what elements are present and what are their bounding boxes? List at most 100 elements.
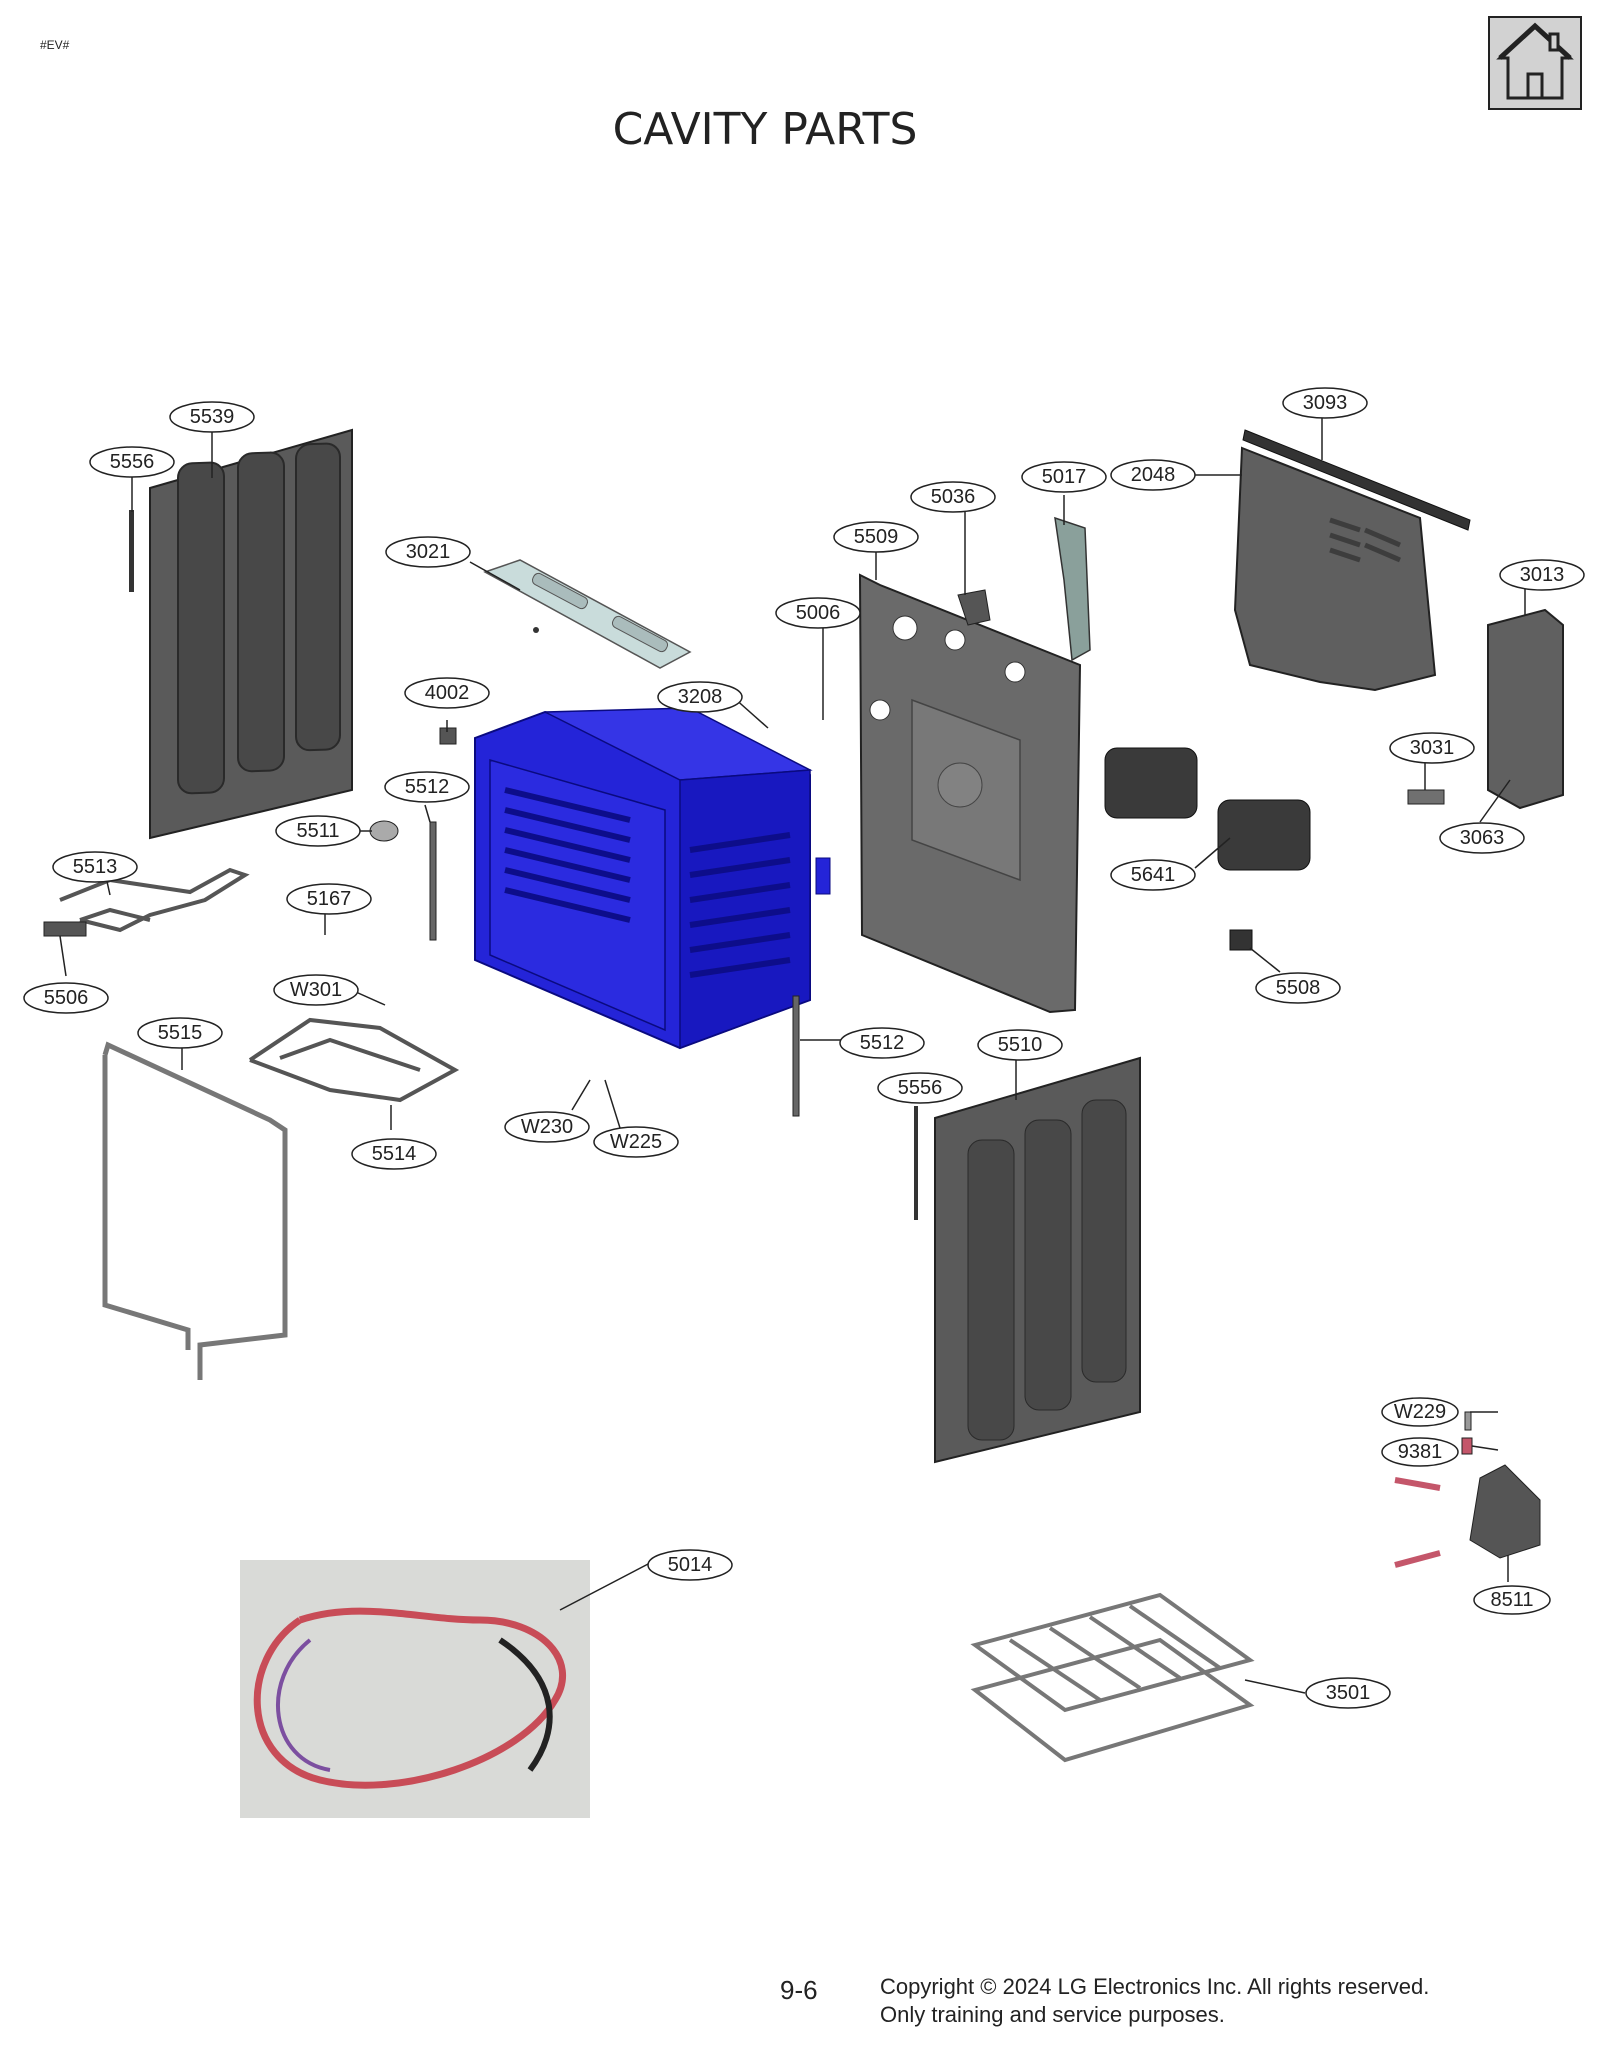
sensor-4002	[439, 727, 457, 745]
callout-5512a: 5512	[405, 776, 450, 798]
callout-oval-5514	[351, 1138, 437, 1170]
callout-oval-5539	[169, 401, 255, 433]
callout-oval-5036	[910, 481, 996, 513]
callout-oval-5006	[775, 597, 861, 629]
callout-oval-5506	[23, 982, 109, 1014]
wire-harness-photo	[240, 1560, 590, 1818]
callout-oval-5641	[1110, 859, 1196, 891]
callout-W230: W230	[521, 1116, 573, 1138]
hinge-strip-5512	[429, 821, 437, 941]
switch-5508	[1229, 929, 1253, 951]
callout-oval-2048	[1110, 459, 1196, 491]
callout-oval-5509	[833, 521, 919, 553]
callout-oval-5512b	[839, 1027, 925, 1059]
copyright-line-1: Copyright © 2024 LG Electronics Inc. All…	[880, 1974, 1430, 1999]
callout-4002: 4002	[425, 682, 470, 704]
callout-oval-5167	[286, 883, 372, 915]
callout-3013: 3013	[1520, 564, 1565, 586]
gasket-3031	[1407, 789, 1445, 805]
callout-5167: 5167	[307, 888, 352, 910]
callout-oval-3021	[385, 536, 471, 568]
callout-oval-9381	[1381, 1437, 1459, 1467]
callout-5036: 5036	[931, 486, 976, 508]
callout-3063: 3063	[1460, 827, 1505, 849]
callout-oval-3063	[1439, 822, 1525, 854]
callout-oval-5510	[977, 1029, 1063, 1061]
side-panel-left	[149, 428, 353, 840]
hinge-strip-5512b	[792, 995, 800, 1117]
callout-oval-3031	[1389, 732, 1475, 764]
document-tag: #EV#	[40, 38, 70, 52]
callout-W301: W301	[290, 979, 342, 1001]
callout-oval-3501	[1305, 1677, 1391, 1709]
callout-oval-5511	[275, 815, 361, 847]
top-bar-3093	[1242, 429, 1471, 531]
callout-oval-4002	[404, 677, 490, 709]
callout-W225: W225	[610, 1131, 662, 1153]
callout-oval-8511	[1473, 1585, 1551, 1615]
callout-5641: 5641	[1131, 864, 1176, 886]
callout-oval-3013	[1499, 559, 1585, 591]
callout-oval-W225	[593, 1126, 679, 1158]
convection-element-5515	[102, 1041, 288, 1380]
callout-5515: 5515	[158, 1022, 203, 1044]
home-icon	[1496, 22, 1574, 100]
callout-oval-5556a	[89, 446, 175, 478]
callout-oval-5513	[52, 851, 138, 883]
callout-oval-W229	[1381, 1397, 1459, 1427]
callout-5508: 5508	[1276, 977, 1321, 999]
callout-5014: 5014	[668, 1554, 713, 1576]
top-vent-duct	[483, 559, 692, 669]
callout-5006: 5006	[796, 602, 841, 624]
side-panel-right	[934, 1056, 1141, 1464]
callout-5539: 5539	[190, 406, 235, 428]
callout-2048: 2048	[1131, 464, 1176, 486]
callout-3093: 3093	[1303, 392, 1348, 414]
back-cover	[1233, 446, 1437, 692]
callout-oval-5512a	[384, 771, 470, 803]
callout-3501: 3501	[1326, 1682, 1371, 1704]
callout-oval-3093	[1282, 387, 1368, 419]
side-duct-3013	[1487, 608, 1564, 810]
seal-strip-left	[129, 510, 134, 592]
home-button[interactable]	[1488, 16, 1582, 110]
callout-5556b: 5556	[898, 1077, 943, 1099]
callout-5556a: 5556	[110, 451, 155, 473]
copyright-notice: Copyright © 2024 LG Electronics Inc. All…	[880, 1973, 1429, 2029]
callout-5512b: 5512	[860, 1032, 905, 1054]
callout-8511: 8511	[1490, 1589, 1533, 1611]
callout-oval-5508	[1255, 972, 1341, 1004]
callout-5511: 5511	[296, 820, 339, 842]
callout-5510: 5510	[998, 1034, 1043, 1056]
callout-5017: 5017	[1042, 466, 1087, 488]
copyright-line-2: Only training and service purposes.	[880, 2002, 1225, 2027]
callout-3021: 3021	[406, 541, 451, 563]
duct-5017	[1054, 516, 1091, 662]
callout-9381: 9381	[1398, 1441, 1443, 1463]
callout-oval-5017	[1021, 461, 1107, 493]
door-lock-motors	[1104, 747, 1311, 871]
page-title: CAVITY PARTS	[612, 104, 918, 155]
callout-oval-W230	[504, 1111, 590, 1143]
callout-oval-5515	[137, 1017, 223, 1049]
callout-5509: 5509	[854, 526, 899, 548]
callout-3031: 3031	[1410, 737, 1455, 759]
callout-oval-W301	[273, 974, 359, 1006]
page-number: 9-6	[780, 1975, 818, 2005]
lamp-5511	[369, 820, 399, 842]
seal-strip-right	[914, 1106, 918, 1220]
callout-5513: 5513	[73, 856, 118, 878]
callout-oval-5014	[647, 1549, 733, 1581]
rear-panel	[858, 573, 1082, 1014]
bake-element-5513	[59, 867, 250, 933]
bracket-8511	[1469, 1464, 1541, 1559]
callout-oval-5556b	[877, 1072, 963, 1104]
broil-element-5514	[248, 1017, 460, 1103]
oven-cavity	[474, 707, 831, 1050]
bracket-5506	[43, 921, 87, 937]
callout-oval-3208	[657, 681, 743, 713]
callout-5514: 5514	[372, 1143, 417, 1165]
bracket-5036	[957, 589, 991, 626]
callout-3208: 3208	[678, 686, 723, 708]
